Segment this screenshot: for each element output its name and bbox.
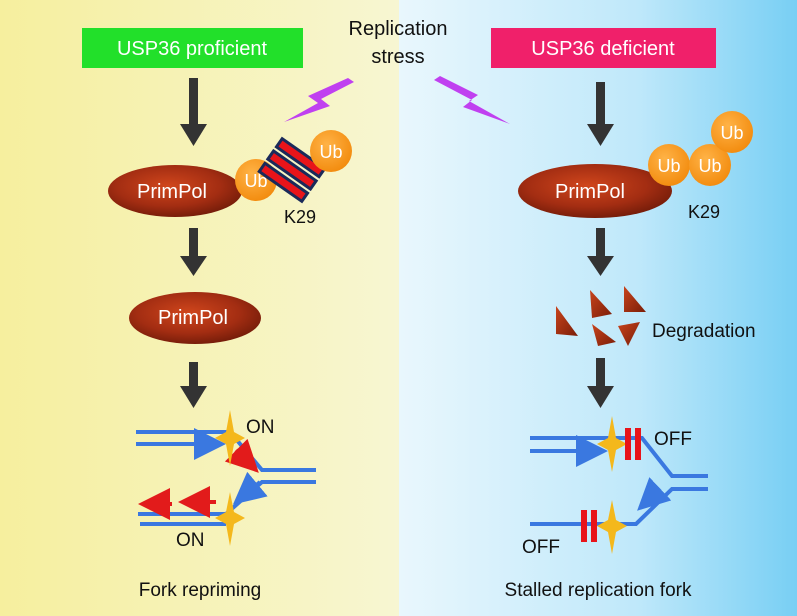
right-primpol-top-label: PrimPol (555, 181, 625, 203)
right-off-bottom-label: OFF (522, 537, 560, 558)
right-ub-1 (648, 144, 690, 186)
left-primpol-mid-label: PrimPol (158, 307, 228, 329)
right-block-top-icon (625, 428, 641, 460)
right-header-box (491, 28, 716, 68)
right-off-top-label: OFF (654, 429, 692, 450)
left-primpol-top-label: PrimPol (137, 181, 207, 203)
left-header-box (82, 28, 303, 68)
right-header-text: USP36 deficient (531, 38, 675, 60)
fragment-5 (618, 322, 640, 346)
right-k29-label: K29 (688, 202, 720, 222)
lightning-right-icon (434, 76, 510, 124)
replication-stress-line2: stress (371, 46, 424, 68)
lightning-left-icon (284, 78, 354, 122)
left-k29-label: K29 (284, 207, 316, 227)
left-star-top-icon (215, 410, 245, 466)
right-block-bottom-icon (581, 510, 597, 542)
deubiquitination-cut-icon (257, 136, 327, 204)
right-ub-2-label: Ub (698, 156, 721, 176)
right-footer-label: Stalled replication fork (505, 580, 692, 601)
replication-stress-line1: Replication (349, 18, 448, 40)
fragment-3 (624, 286, 646, 312)
left-arrow-3 (180, 362, 207, 408)
left-primpol-top (108, 165, 242, 217)
left-arrow-2 (180, 228, 207, 276)
degradation-fragments (556, 286, 646, 346)
right-ub-2 (689, 144, 731, 186)
right-arrow-2 (587, 228, 614, 276)
left-red-arrow-primer (224, 438, 259, 473)
left-star-bottom-icon (215, 492, 245, 546)
degradation-label: Degradation (652, 321, 756, 342)
right-ub-1-label: Ub (657, 156, 680, 176)
right-ub-3-label: Ub (720, 123, 743, 143)
left-footer-label: Fork repriming (139, 580, 261, 601)
fragment-2 (590, 290, 612, 318)
fragment-4 (592, 324, 616, 346)
left-primpol-mid (129, 292, 261, 344)
right-arrow-1 (587, 82, 614, 146)
left-arrow-1 (180, 78, 207, 146)
right-star-top-icon (597, 416, 627, 472)
left-on-bottom-label: ON (176, 530, 205, 551)
left-header-text: USP36 proficient (117, 38, 268, 60)
left-on-top-label: ON (246, 417, 275, 438)
left-ub-1-label: Ub (244, 171, 267, 191)
right-star-bottom-icon (597, 500, 627, 554)
left-ub-2-label: Ub (319, 142, 342, 162)
right-ub-3 (711, 111, 753, 153)
right-primpol-top (518, 164, 672, 218)
left-ub-2 (310, 130, 352, 172)
fragment-1 (556, 306, 578, 336)
right-arrow-3 (587, 358, 614, 408)
